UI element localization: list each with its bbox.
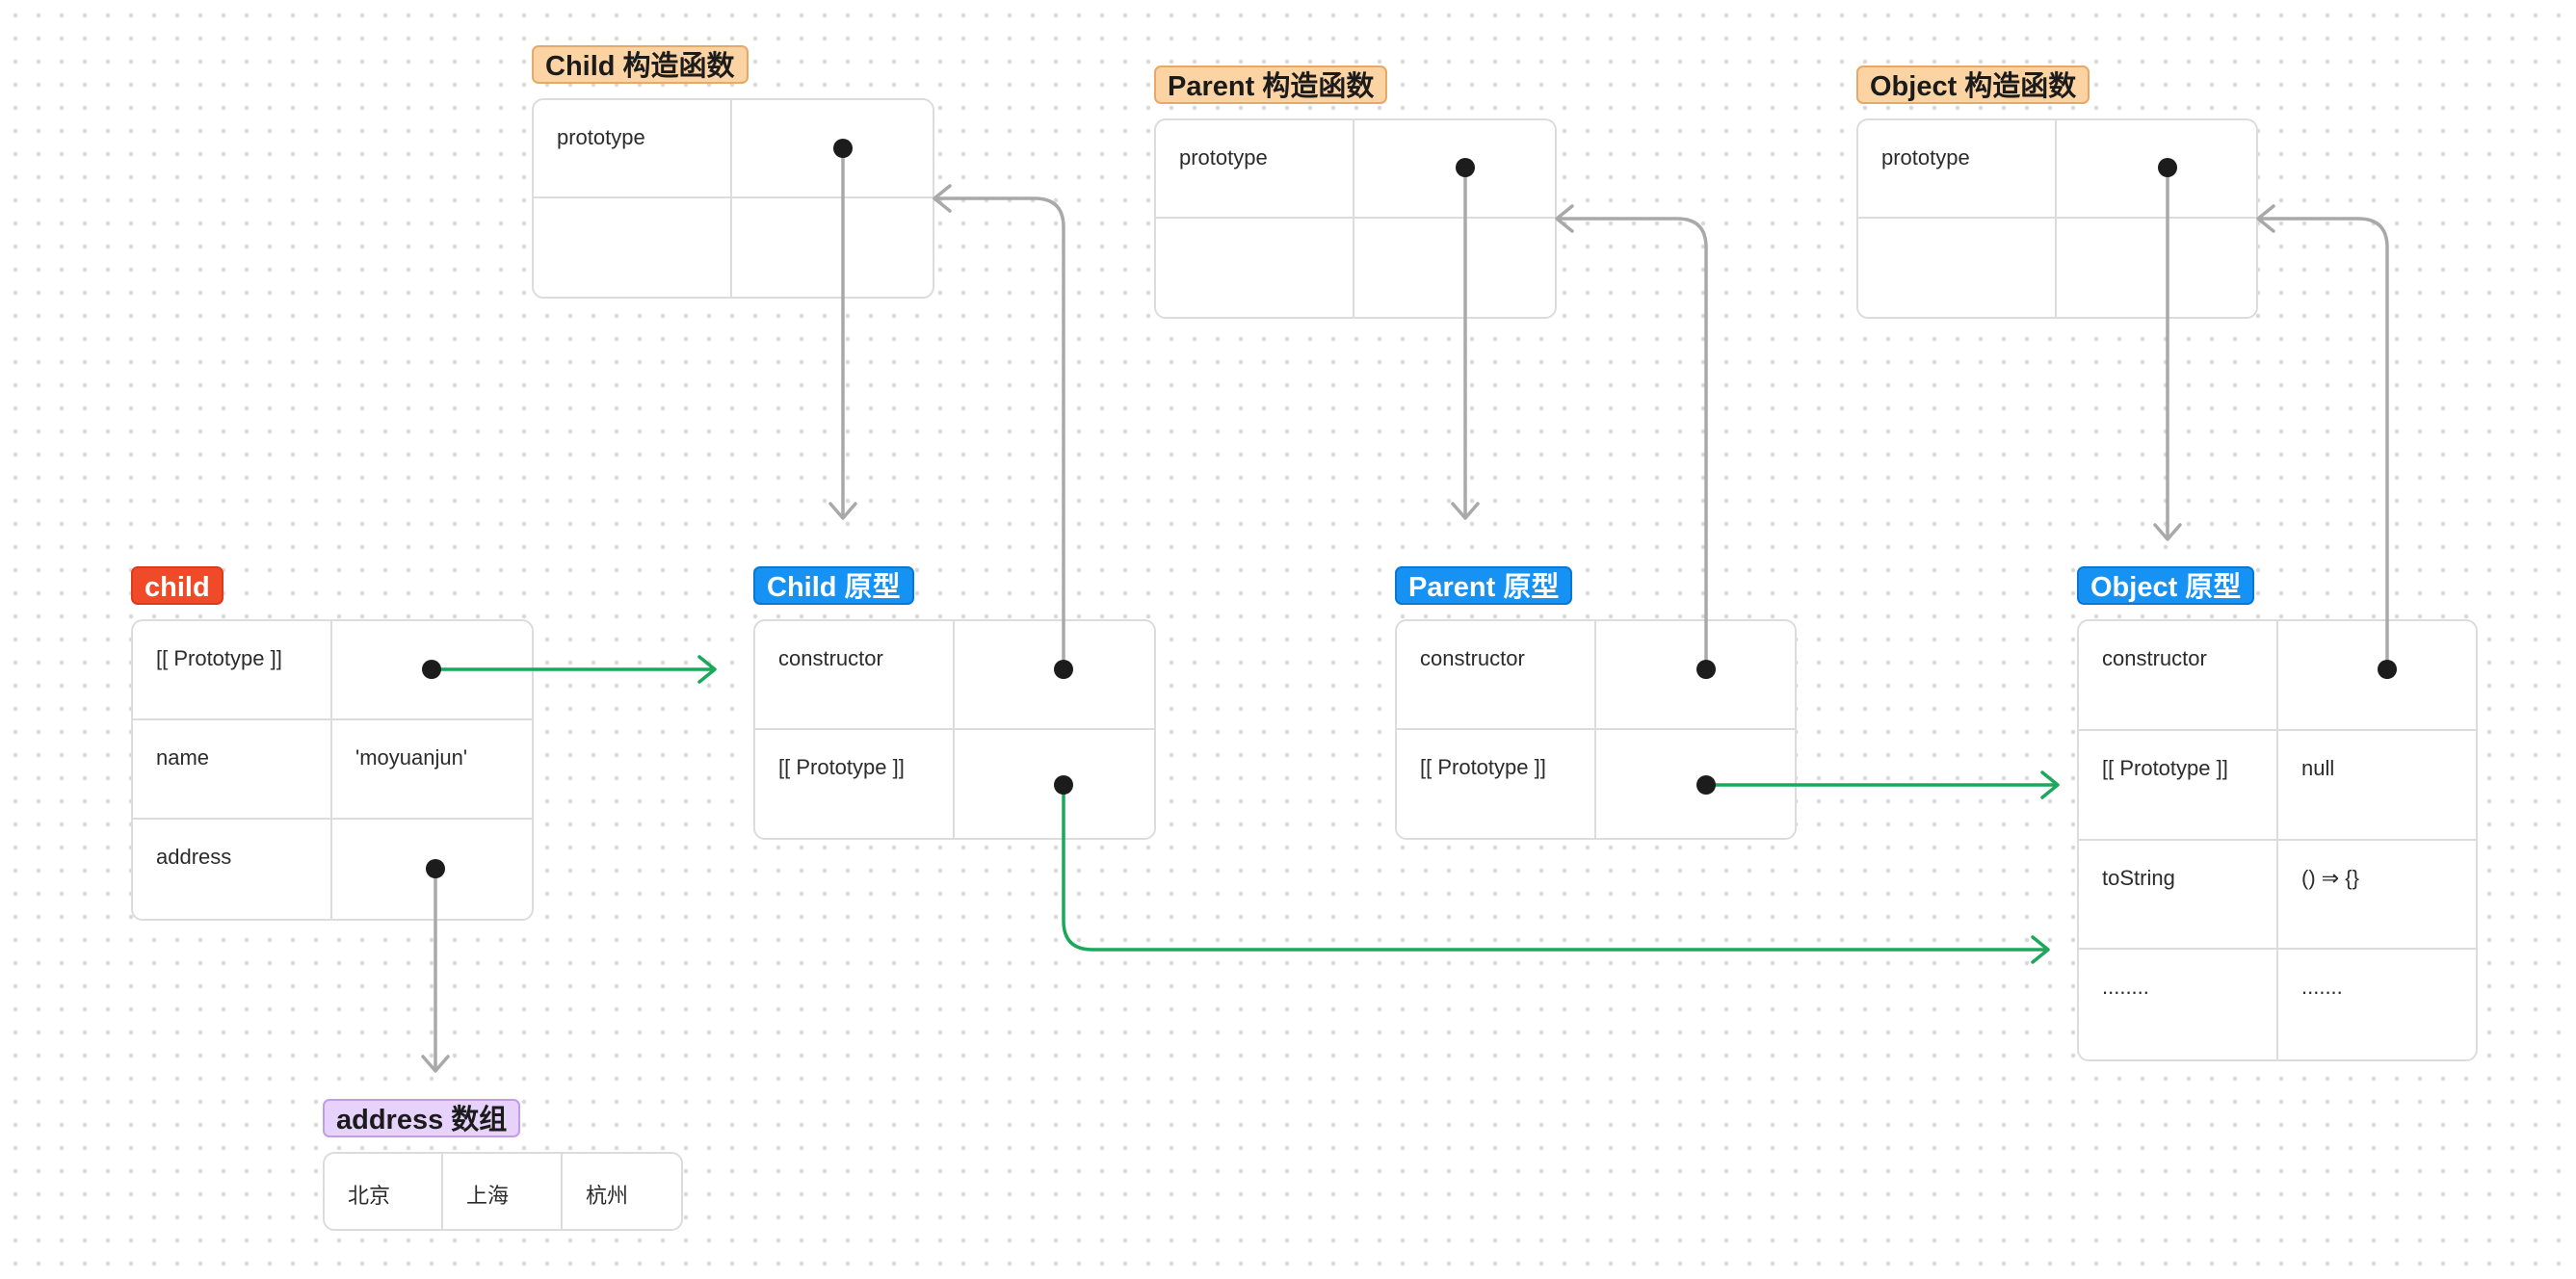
object-ctor-prototype-key: prototype bbox=[1858, 120, 2057, 219]
object-proto-tostring-key: toString bbox=[2079, 840, 2278, 951]
child-constructor-label: Child 构造函数 bbox=[532, 45, 749, 84]
child-prototype-label: Child 原型 bbox=[753, 566, 914, 605]
parent-ctor-empty-value bbox=[1354, 219, 1555, 317]
parent-ctor-to-proto-arrowhead bbox=[1451, 502, 1480, 520]
child-address-dot[interactable] bbox=[426, 859, 445, 878]
child-proto-prototype-key: [[ Prototype ]] bbox=[755, 729, 955, 838]
parent-proto-constructor-arrowhead bbox=[1555, 204, 1574, 233]
object-proto-tostring-value: () ⇒ {} bbox=[2278, 841, 2476, 951]
child-prototype-link-arrowhead bbox=[697, 655, 717, 684]
child-name-key: name bbox=[133, 720, 332, 820]
object-ctor-prototype-value bbox=[2057, 120, 2256, 219]
parent-prototype-label: Parent 原型 bbox=[1395, 566, 1573, 605]
parent-ctor-prototype-key: prototype bbox=[1156, 120, 1354, 219]
address-array-box: 北京 上海 杭州 bbox=[323, 1152, 683, 1231]
address-item-hangzhou: 杭州 bbox=[586, 1184, 629, 1208]
child-ctor-prototype-key: prototype bbox=[534, 100, 732, 198]
child-ctor-empty-key bbox=[534, 198, 732, 297]
object-proto-ellipsis-value: ....... bbox=[2301, 975, 2343, 1000]
object-proto-constructor-value bbox=[2278, 621, 2476, 731]
child-proto-constructor-arrow bbox=[934, 196, 1065, 671]
parent-constructor-label: Parent 构造函数 bbox=[1154, 65, 1388, 104]
object-prototype-box: constructor [[ Prototype ]] null toStrin… bbox=[2077, 619, 2478, 1061]
object-proto-prototype-value: null bbox=[2278, 731, 2476, 841]
child-address-arrowhead bbox=[421, 1055, 450, 1073]
address-item-shanghai: 上海 bbox=[443, 1154, 563, 1229]
child-proto-constructor-value bbox=[955, 621, 1154, 730]
child-ctor-prototype-value bbox=[732, 100, 933, 198]
parent-proto-to-object-proto-arrowhead bbox=[2040, 770, 2060, 799]
parent-ctor-empty-key bbox=[1156, 219, 1354, 317]
child-proto-constructor-dot[interactable] bbox=[1054, 660, 1073, 679]
child-ctor-prototype-dot[interactable] bbox=[833, 139, 853, 158]
child-label: child bbox=[131, 566, 223, 605]
parent-proto-constructor-dot[interactable] bbox=[1696, 660, 1716, 679]
child-prototype-dot[interactable] bbox=[422, 660, 441, 679]
child-prototype-key: [[ Prototype ]] bbox=[133, 621, 332, 720]
parent-proto-prototype-value bbox=[1596, 730, 1795, 839]
child-name-value: 'moyuanjun' bbox=[332, 720, 532, 820]
child-proto-constructor-key: constructor bbox=[755, 621, 955, 730]
parent-proto-prototype-key: [[ Prototype ]] bbox=[1397, 729, 1596, 838]
object-ctor-prototype-dot[interactable] bbox=[2158, 158, 2177, 177]
object-proto-constructor-dot[interactable] bbox=[2378, 660, 2397, 679]
object-proto-prototype-key: [[ Prototype ]] bbox=[2079, 730, 2278, 841]
child-address-key: address bbox=[133, 820, 332, 919]
object-proto-constructor-key: constructor bbox=[2079, 621, 2278, 731]
child-box: [[ Prototype ]] name 'moyuanjun' address bbox=[131, 619, 534, 921]
parent-proto-constructor-value bbox=[1596, 621, 1795, 730]
parent-constructor-box: prototype bbox=[1154, 118, 1557, 319]
object-prototype-label: Object 原型 bbox=[2077, 566, 2255, 605]
child-proto-constructor-arrowhead bbox=[933, 184, 952, 213]
object-constructor-label: Object 构造函数 bbox=[1856, 65, 2090, 104]
child-constructor-box: prototype bbox=[532, 98, 934, 299]
object-constructor-box: prototype bbox=[1856, 118, 2258, 319]
parent-ctor-prototype-dot[interactable] bbox=[1456, 158, 1475, 177]
object-proto-ellipsis-key: ........ bbox=[2079, 950, 2278, 1059]
address-item-beijing: 北京 bbox=[325, 1154, 443, 1229]
parent-proto-constructor-key: constructor bbox=[1397, 621, 1596, 730]
parent-proto-prototype-dot[interactable] bbox=[1696, 775, 1716, 795]
object-ctor-empty-key bbox=[1858, 219, 2057, 317]
child-prototype-box: constructor [[ Prototype ]] bbox=[753, 619, 1156, 840]
object-ctor-empty-value bbox=[2057, 219, 2256, 317]
parent-prototype-box: constructor [[ Prototype ]] bbox=[1395, 619, 1797, 840]
child-proto-to-object-proto-arrowhead bbox=[2031, 935, 2050, 964]
parent-ctor-prototype-value bbox=[1354, 120, 1555, 219]
child-ctor-empty-value bbox=[732, 198, 933, 297]
child-ctor-to-proto-arrowhead bbox=[828, 502, 857, 520]
child-prototype-value bbox=[332, 621, 532, 720]
address-array-label: address 数组 bbox=[323, 1099, 521, 1137]
object-proto-constructor-arrow bbox=[2258, 217, 2389, 671]
object-proto-constructor-arrowhead bbox=[2256, 204, 2275, 233]
child-proto-prototype-dot[interactable] bbox=[1054, 775, 1073, 795]
parent-proto-constructor-arrow bbox=[1557, 217, 1708, 671]
object-ctor-to-proto-arrowhead bbox=[2153, 523, 2182, 541]
